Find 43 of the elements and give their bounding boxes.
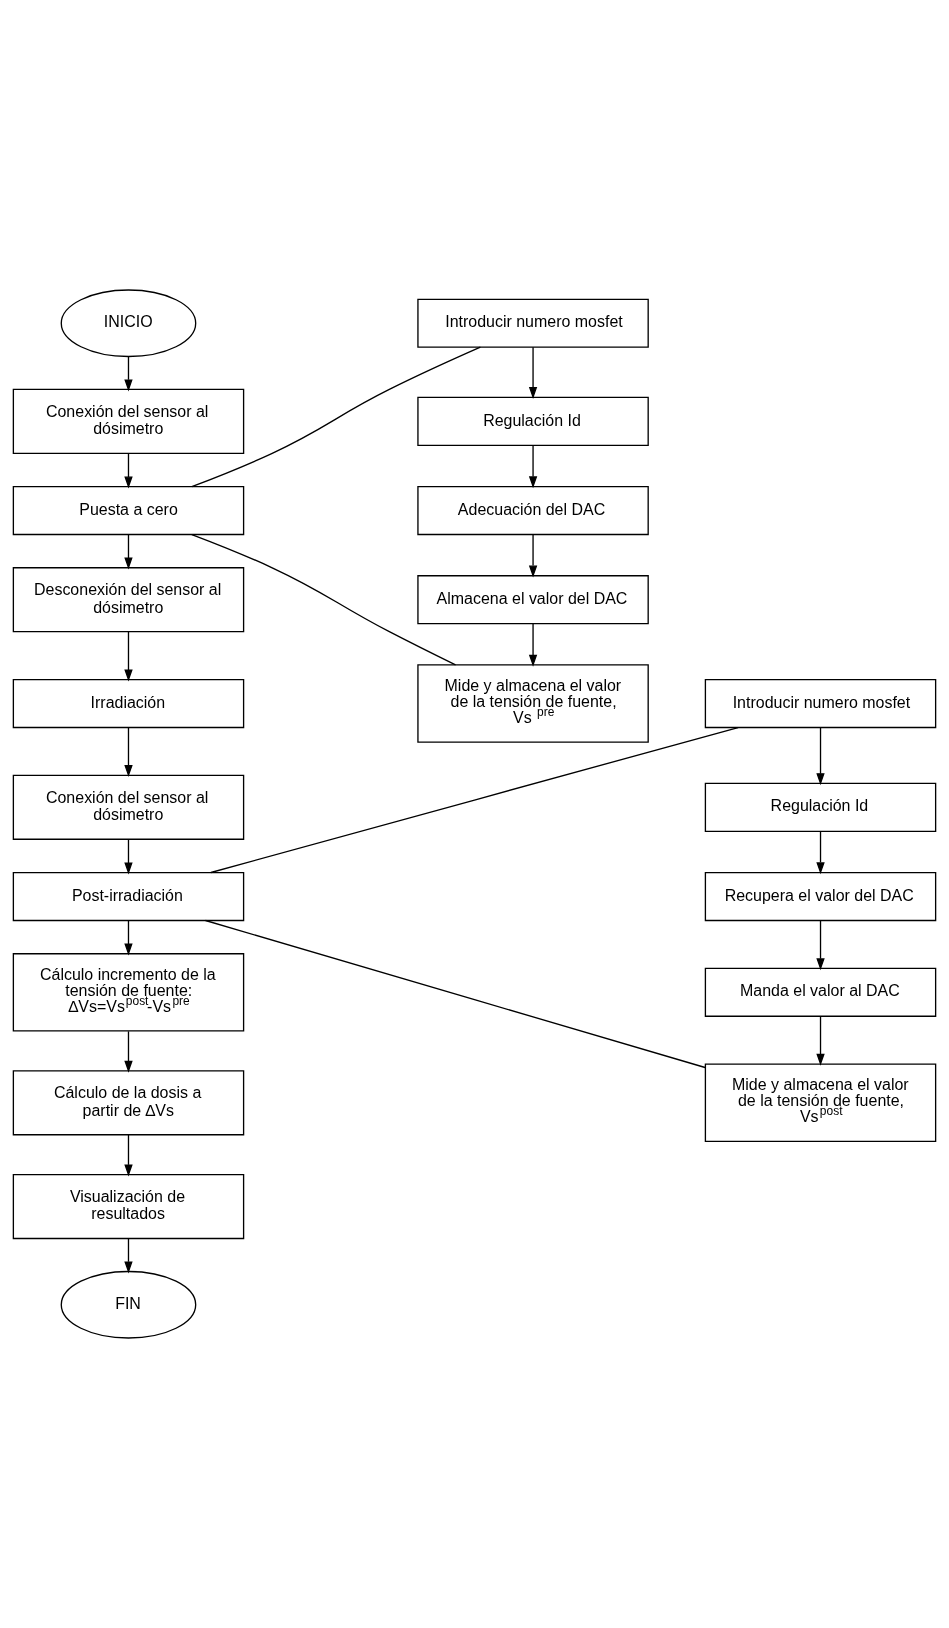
connector [210, 726, 739, 874]
arrow [528, 444, 538, 489]
arrow [528, 623, 538, 667]
arrow [816, 830, 825, 875]
node-box: Mide y almacena el valor de la tensión de fuente, Vs $^{pre}$ [417, 664, 649, 743]
node-ellipse: INICIO [60, 289, 197, 358]
arrow [816, 727, 825, 786]
node-box: Irradiación [12, 678, 245, 729]
node-box: Conexión del sensor al dósimetro [12, 388, 245, 454]
node-box: Desconexión del sensor al dósimetro [12, 567, 245, 633]
arrow [124, 533, 133, 570]
node-ellipse: FIN [60, 1270, 197, 1339]
arrow [124, 631, 133, 682]
node-box: Regulación Id [704, 782, 937, 832]
node-box: Recupera el valor del DAC [704, 871, 937, 922]
node-box: Introducir numero mosfet [417, 298, 649, 348]
node-box: Cálculo incremento de la tensión de fuente: ∆Vs=Vs$^{post}$-Vs$^{pre}$ [12, 953, 245, 1032]
node-box: Almacena el valor del DAC [417, 575, 649, 625]
arrow [816, 1015, 825, 1066]
node-box: Manda el valor al DAC [704, 967, 937, 1017]
arrow [124, 452, 133, 489]
arrow [124, 727, 133, 778]
connector [191, 533, 457, 666]
node-box: Conexión del sensor al dósimetro [12, 774, 245, 840]
connector [191, 346, 482, 488]
node-box: Cálculo de la dosis a partir de ∆Vs [12, 1070, 245, 1136]
node-box: Adecuación del DAC [417, 485, 649, 536]
node-box: Visualización de resultados [12, 1174, 245, 1240]
node-box: Puesta a cero [12, 485, 245, 536]
node-box: Regulación Id [417, 396, 649, 446]
arrow [124, 1134, 133, 1177]
node-box: Mide y almacena el valor de la tensión de fuente, Vs$^{post}$ [704, 1063, 937, 1143]
node-box: Post-irradiación [12, 871, 245, 922]
arrow [528, 533, 538, 578]
arrow [816, 920, 825, 971]
arrow [124, 1030, 133, 1073]
arrow [124, 355, 133, 392]
arrow [124, 838, 133, 875]
arrow [528, 346, 538, 399]
arrow [124, 1238, 133, 1274]
connector [204, 919, 706, 1069]
node-box: Introducir numero mosfet [704, 678, 937, 729]
arrow [124, 920, 133, 956]
